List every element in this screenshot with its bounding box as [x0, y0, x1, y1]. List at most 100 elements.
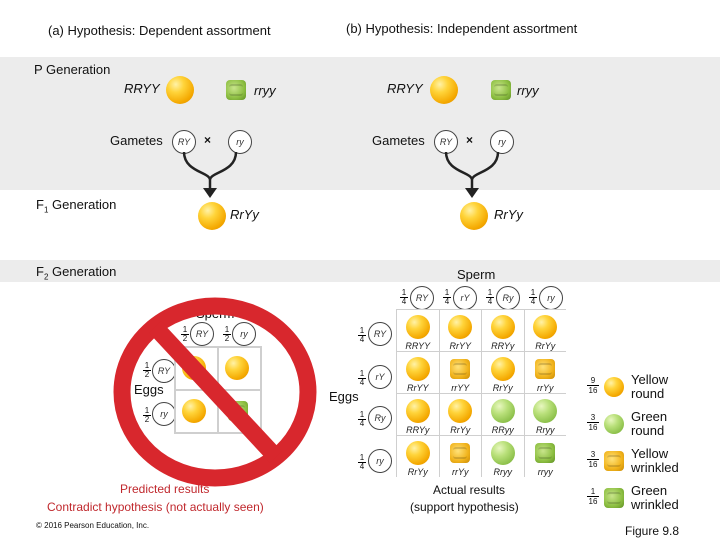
sperm-gamete-rY: rY [453, 286, 477, 310]
genotype-label: RrYy [535, 341, 556, 351]
yellow-round-pea-icon [490, 315, 515, 339]
cross-symbol-b: × [466, 133, 474, 147]
fraction-numerator: 1 [359, 410, 365, 419]
yellow-wrinkled-pea-icon [450, 443, 471, 463]
f1-pea-b [460, 202, 488, 230]
gamete-ry-b: ry [490, 130, 514, 154]
p-generation-label: P Generation [34, 62, 111, 77]
ratio-numerator: 3 [590, 450, 596, 459]
egg-gamete-Ry: Ry [368, 406, 392, 430]
yellow-round-pea-icon [448, 315, 473, 339]
f1-pea-a [198, 202, 226, 230]
fraction-denominator: 4 [358, 462, 366, 471]
phenotype-line1: Yellow [631, 372, 669, 387]
genotype-label: RRYY [405, 341, 431, 351]
green-wrinkled-pea-icon [491, 80, 511, 100]
fraction-numerator: 1 [487, 288, 493, 297]
cross-symbol-a: × [204, 133, 212, 147]
parent1-genotype-b: RRYY [387, 81, 423, 96]
yellow-round-pea-icon [405, 315, 430, 339]
phenotype-line2: wrinkled [631, 497, 679, 512]
green-round-pea-icon [533, 399, 558, 423]
genotype-label: RrYy [450, 425, 471, 435]
fraction-numerator: 1 [359, 326, 365, 335]
yellow-wrinkled-pea-icon [535, 359, 556, 379]
sperm-gamete-ry-a: ry [232, 322, 256, 346]
fraction-denominator: 4 [358, 378, 366, 387]
fraction-numerator: 1 [359, 369, 365, 378]
green-round-pea-icon [490, 399, 515, 423]
ratio-denominator: 16 [587, 422, 599, 432]
egg-gamete-ry-a: ry [152, 402, 176, 426]
fraction-denominator: 4 [400, 297, 408, 306]
sperm-label-b: Sperm [457, 267, 496, 282]
green-round-pea-icon [604, 414, 624, 434]
gametes-label-a: Gametes [110, 133, 163, 148]
yellow-round-pea-icon [430, 76, 458, 104]
genotype-label: RRYy [406, 425, 430, 435]
yellow-round-pea-icon [166, 76, 194, 104]
fraction-numerator: 1 [530, 288, 536, 297]
yellow-round-pea-icon [405, 441, 430, 465]
fraction-denominator: 4 [358, 335, 366, 344]
sperm-gamete-RY-a: RY [190, 322, 214, 346]
p-generation-band [0, 57, 720, 190]
f1-genotype-a: RrYy [230, 207, 259, 222]
genotype-label: Rryy [493, 467, 513, 477]
ratio-denominator: 16 [587, 459, 599, 469]
yellow-wrinkled-pea-icon [604, 451, 624, 471]
predicted-pea-RrYy [225, 356, 249, 380]
prediction-caption-line2: Contradict hypothesis (not actually seen… [47, 500, 264, 514]
genotype-label: rrYY [451, 383, 470, 393]
yellow-round-pea-icon [533, 315, 558, 339]
figure-label: Figure 9.8 [625, 524, 680, 538]
parent2-genotype-a: rryy [254, 83, 276, 98]
ratio-numerator: 9 [590, 376, 596, 385]
gametes-label-b: Gametes [372, 133, 425, 148]
yellow-round-pea-icon [448, 399, 473, 423]
yellow-round-pea-icon [405, 357, 430, 381]
yellow-round-pea-icon [405, 399, 430, 423]
predicted-pea-RrYy [182, 399, 206, 423]
green-wrinkled-pea-icon [535, 443, 556, 463]
genotype-label: rrYy [452, 467, 469, 477]
panel-b-title: (b) Hypothesis: Independent assortment [346, 21, 578, 36]
result-caption-line2: (support hypothesis) [410, 500, 519, 514]
egg-gamete-ry: ry [368, 449, 392, 473]
merge-arrow-b [444, 151, 500, 198]
genotype-label: rryy [537, 467, 553, 477]
fraction-numerator: 1 [359, 453, 365, 462]
sperm-gamete-Ry: Ry [496, 286, 520, 310]
gamete-RY-b: RY [434, 130, 458, 154]
sperm-gamete-RY: RY [410, 286, 434, 310]
genotype-label: rrYy [537, 383, 554, 393]
phenotype-line2: wrinkled [631, 460, 679, 475]
green-wrinkled-pea-icon [226, 80, 246, 100]
egg-gamete-rY: rY [368, 365, 392, 389]
merge-arrow-a [182, 151, 238, 198]
egg-gamete-RY: RY [368, 322, 392, 346]
ratio-numerator: 3 [590, 413, 596, 422]
genotype-label: RrYY [406, 383, 429, 393]
fraction-denominator: 4 [443, 297, 451, 306]
phenotype-line1: Green [631, 483, 668, 498]
fraction-numerator: 1 [444, 288, 450, 297]
fraction-denominator: 4 [358, 419, 366, 428]
yellow-wrinkled-pea-icon [450, 359, 471, 379]
eggs-label-a: Eggs [134, 382, 164, 397]
f1-genotype-b: RrYy [494, 207, 523, 222]
yellow-round-pea-icon [490, 357, 515, 381]
copyright-notice: © 2016 Pearson Education, Inc. [36, 521, 150, 530]
green-wrinkled-pea-icon [604, 488, 624, 508]
